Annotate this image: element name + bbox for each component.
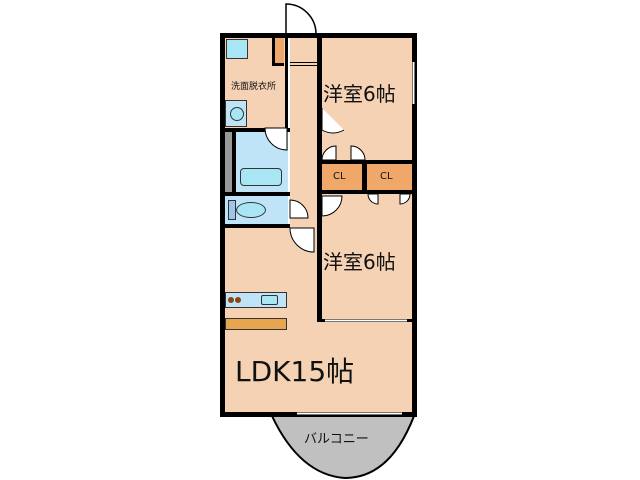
outer-wall-right [412, 33, 417, 417]
closet-2 [367, 164, 412, 190]
window-room2 [325, 319, 407, 322]
corridor [290, 38, 318, 228]
kitchen-cabinet [225, 318, 287, 330]
toilet-tank [228, 200, 236, 220]
window-ldk [297, 412, 402, 415]
closet-1 [322, 164, 362, 190]
bath-wall-left [232, 128, 236, 192]
storage-cabinet [272, 38, 284, 66]
bath-wall-top [220, 128, 290, 132]
window-room1 [412, 62, 415, 104]
western-room-1-label: 洋室6帖 [323, 82, 396, 106]
western-room-2-label: 洋室6帖 [323, 250, 396, 274]
window-strip [225, 132, 232, 192]
washing-machine-pan [226, 39, 248, 59]
corridor-wall-right [317, 33, 322, 323]
ldk-label: LDK15帖 [235, 355, 355, 388]
toilet-wall-bottom [220, 224, 290, 228]
kitchen-sink [261, 295, 278, 305]
stove-burner-1 [228, 297, 234, 303]
closet-wall-bottom [317, 190, 417, 194]
bath-wall-bottom [220, 192, 290, 196]
washroom-label: 洗面脱衣所 [231, 82, 277, 92]
western-room-2 [322, 194, 412, 319]
bathtub [240, 168, 282, 186]
western-room-1 [322, 38, 412, 160]
stove-burner-2 [235, 297, 241, 303]
toilet-bowl [236, 202, 266, 218]
ldk-lower [225, 322, 412, 412]
entry-step [290, 62, 318, 66]
corridor-wall-left [285, 38, 288, 128]
closet-divider [362, 164, 367, 190]
closet-wall-top [317, 160, 417, 164]
closet-1-label: CL [333, 171, 346, 182]
closet-2-label: CL [380, 171, 393, 182]
washbasin-bowl [230, 107, 244, 121]
balcony-label: バルコニー [304, 432, 369, 447]
